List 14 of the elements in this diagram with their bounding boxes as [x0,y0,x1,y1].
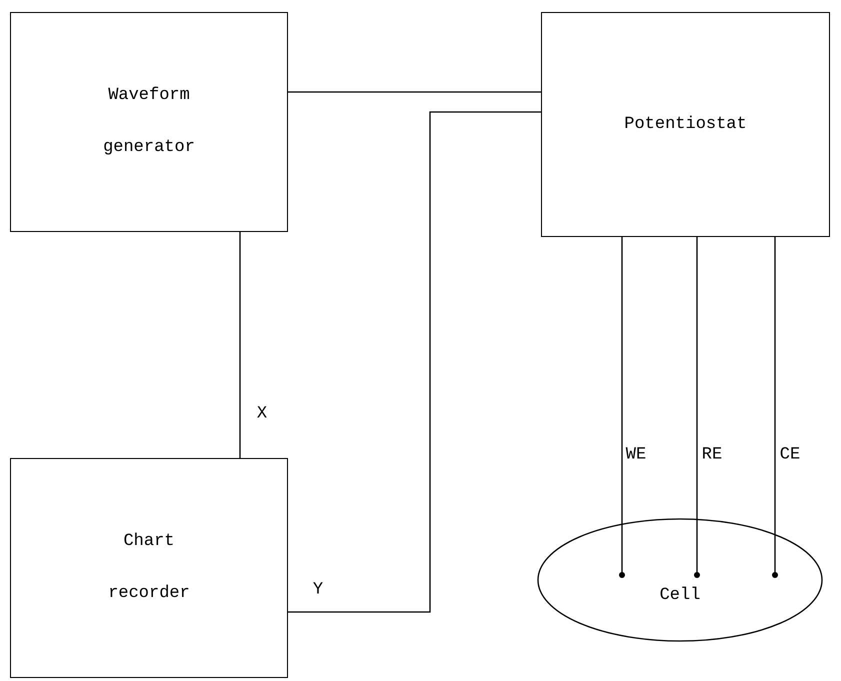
block-box [10,458,288,678]
cell-ellipse [537,518,823,642]
node-label: Cell [658,585,702,607]
connector-line [619,237,625,578]
block-box [10,12,288,232]
node-label: Waveform generator [102,85,196,159]
connector-line [239,232,241,458]
block-box [541,12,830,237]
connector-line [288,111,541,613]
connector-line [694,237,700,578]
connector-line [288,91,541,93]
node-label: Chart recorder [107,531,191,605]
node-label: Potentiostat [623,114,748,136]
connector-line [772,237,778,578]
